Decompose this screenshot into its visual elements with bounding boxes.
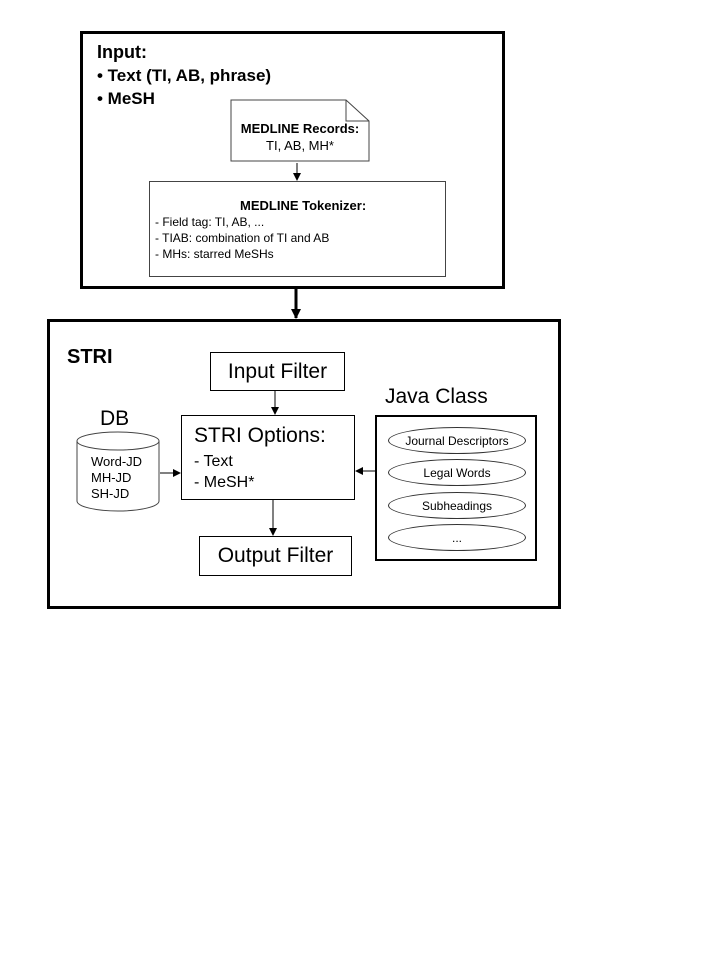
stri-options-title: STRI Options: bbox=[194, 424, 326, 447]
java-class-item: ... bbox=[388, 524, 526, 551]
db-label: DB bbox=[100, 407, 130, 430]
output-filter-box: Output Filter bbox=[199, 536, 352, 576]
java-class-item: Journal Descriptors bbox=[388, 427, 526, 454]
java-class-item: Subheadings bbox=[388, 492, 526, 519]
input-filter-label: Input Filter bbox=[227, 359, 328, 383]
stri-title: STRI bbox=[67, 346, 113, 368]
output-filter-label: Output Filter bbox=[217, 544, 334, 567]
java-class-box: Journal Descriptors Legal Words Subheadi… bbox=[375, 415, 537, 561]
db-item: MH-JD bbox=[91, 470, 132, 485]
tokenizer-line: - TIAB: combination of TI and AB bbox=[155, 231, 330, 245]
db-item: Word-JD bbox=[91, 454, 143, 469]
medline-records-fields: TI, AB, MH* bbox=[266, 138, 334, 153]
medline-tokenizer-box: MEDLINE Tokenizer: - Field tag: TI, AB, … bbox=[149, 181, 446, 277]
medline-records-document-icon bbox=[230, 99, 370, 162]
db-item: SH-JD bbox=[91, 486, 130, 501]
stri-option-text: - Text bbox=[194, 453, 233, 470]
input-filter-box: Input Filter bbox=[210, 352, 345, 391]
input-title: Input: bbox=[97, 42, 147, 62]
stri-options-box: STRI Options: - Text - MeSH* bbox=[181, 415, 355, 500]
tokenizer-line: - Field tag: TI, AB, ... bbox=[155, 215, 265, 229]
java-class-label: Java Class bbox=[385, 385, 488, 408]
stri-option-mesh: - MeSH* bbox=[194, 474, 255, 491]
input-bullet-mesh: • MeSH bbox=[97, 89, 155, 108]
medline-tokenizer-title: MEDLINE Tokenizer: bbox=[240, 198, 367, 213]
tokenizer-line: - MHs: starred MeSHs bbox=[155, 247, 274, 261]
database-cylinder-icon bbox=[76, 431, 160, 512]
input-bullet-text: • Text (TI, AB, phrase) bbox=[97, 66, 272, 85]
medline-records-title: MEDLINE Records: bbox=[240, 121, 360, 136]
java-class-item: Legal Words bbox=[388, 459, 526, 486]
